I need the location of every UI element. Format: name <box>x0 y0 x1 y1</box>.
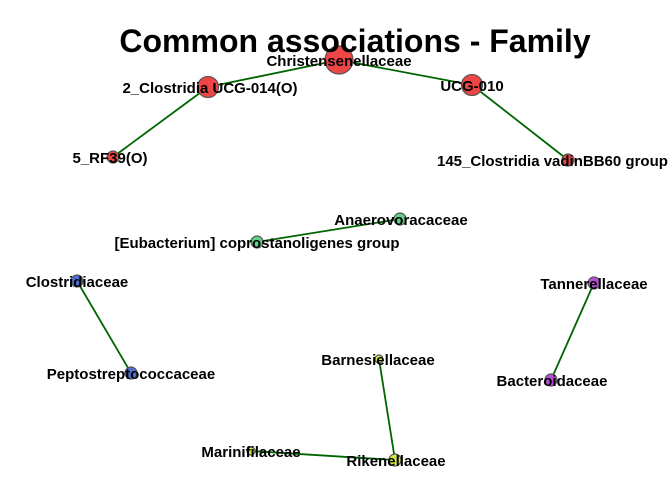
node-anaerovoracaceae <box>393 212 407 226</box>
edge-tannerellaceae-bacteroidaceae <box>550 282 595 381</box>
edge-barnesiellaceae-rikenellaceae <box>378 358 396 461</box>
edge-marinifilaceae-rikenellaceae <box>250 450 396 461</box>
node-peptostreptococcaceae <box>124 366 138 380</box>
node-label-clostridiaceae: Clostridiaceae <box>26 274 129 291</box>
node-label-barnesiellaceae: Barnesiellaceae <box>321 352 434 369</box>
node-label-anaerovoracaceae: Anaerovoracaceae <box>334 212 467 229</box>
node-clostridia-ucg014 <box>196 75 220 99</box>
node-label-vadinbb60: 145_Clostridia vadinBB60 group <box>437 153 668 170</box>
edge-clostridiaceae-peptostreptococcaceae <box>76 280 132 374</box>
node-bacteroidaceae <box>544 373 558 387</box>
labels-layer: Christensenellaceae 2_Clostridia UCG-014(… <box>26 53 668 470</box>
node-label-christensenellaceae: Christensenellaceae <box>266 53 411 70</box>
node-label-rikenellaceae: Rikenellaceae <box>346 453 445 470</box>
edge-anaerovoracaceae-eubacterium-copro <box>256 218 401 243</box>
node-tannerellaceae <box>587 276 601 290</box>
edge-ucg010-vadinbb60 <box>471 84 569 161</box>
node-label-peptostreptococcaceae: Peptostreptococcaceae <box>47 366 215 383</box>
node-eubacterium-copro <box>250 235 264 249</box>
edge-clostridia-ucg014-rf39 <box>112 86 209 158</box>
node-ucg010 <box>460 73 484 97</box>
edges-layer <box>76 59 595 461</box>
node-label-tannerellaceae: Tannerellaceae <box>540 276 647 293</box>
node-label-bacteroidaceae: Bacteroidaceae <box>497 373 608 390</box>
node-label-eubacterium-copro: [Eubacterium] coprostanoligenes group <box>114 235 399 252</box>
edge-christensenellaceae-clostridia-ucg014 <box>207 59 340 88</box>
node-barnesiellaceae <box>374 354 384 364</box>
nodes-layer <box>70 45 601 467</box>
node-clostridiaceae <box>70 274 84 288</box>
node-rikenellaceae <box>388 453 402 467</box>
node-christensenellaceae <box>324 45 354 75</box>
node-label-ucg010: UCG-010 <box>440 78 503 95</box>
node-vadinbb60 <box>561 153 575 167</box>
node-label-rf39: 5_RF39(O) <box>72 150 147 167</box>
node-rf39 <box>106 150 120 164</box>
node-label-clostridia-ucg014: 2_Clostridia UCG-014(O) <box>122 80 297 97</box>
edge-christensenellaceae-ucg010 <box>338 59 473 86</box>
diagram-title: Common associations - Family <box>119 23 590 59</box>
node-marinifilaceae <box>246 446 256 456</box>
node-label-marinifilaceae: Marinifilaceae <box>201 444 300 461</box>
